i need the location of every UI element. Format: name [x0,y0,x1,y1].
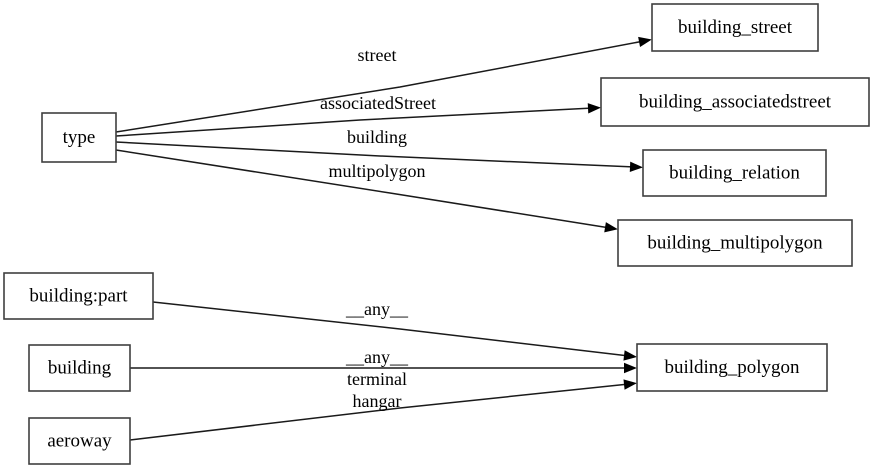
node-label: building_street [678,17,793,38]
edge-label-group: street [358,45,397,65]
edge-building-to-building_polygon [130,362,637,374]
edge-line [115,40,645,133]
node-box[interactable] [28,417,131,465]
edge-label: multipolygon [328,161,425,181]
arrowhead-icon [604,222,618,233]
node-building_part[interactable]: building:part [3,272,154,320]
node-label: type [63,127,96,148]
node-box[interactable] [600,77,870,127]
node-building_associatedstreet[interactable]: building_associatedstreet [600,77,870,127]
arrowhead-icon [638,36,652,48]
node-aeroway[interactable]: aeroway [28,417,131,465]
edge-line [115,107,594,137]
node-box[interactable] [642,149,827,197]
node-building[interactable]: building [28,344,131,392]
edge-type-to-building_multipolygon [115,149,618,233]
edge-line [129,383,630,441]
node-box[interactable] [636,343,828,392]
arrowhead-icon [623,379,637,390]
node-label: building_polygon [664,357,800,378]
edge-type-to-building_associatedstreet [115,103,601,137]
node-box[interactable] [651,3,819,52]
edge-line [152,301,630,357]
edge-labels-layer: street associatedStreet building multipolyg… [320,45,436,411]
edge-type-to-building_street [115,36,652,133]
node-box[interactable] [28,344,131,392]
node-building_street[interactable]: building_street [651,3,819,52]
node-label: building:part [29,285,128,306]
node-label: building_multipolygon [647,232,823,253]
edge-label: building [347,127,407,147]
arrowhead-icon [623,350,637,361]
edge-label-group: associatedStreet [320,93,436,113]
node-box[interactable] [617,219,853,267]
nodes-layer: type building_street building_associatedst… [3,3,870,465]
node-label: building [48,357,112,378]
arrowhead-icon [587,103,601,114]
node-building_polygon[interactable]: building_polygon [636,343,828,392]
edge-label-group: multipolygon [328,161,425,181]
node-type[interactable]: type [41,112,117,163]
edge-label-group: __any__ [345,299,409,319]
edge-label: associatedStreet [320,93,436,113]
arrowhead-icon [624,362,637,374]
edge-building_part-to-building_polygon [152,301,637,361]
node-label: building_associatedstreet [639,91,832,112]
edge-label: __any__ [345,347,409,367]
arrowhead-icon [629,161,643,172]
edge-label: __any__ [345,299,409,319]
edge-line [115,149,611,229]
edge-label-group: building [347,127,407,147]
node-box[interactable] [41,112,117,163]
node-building_relation[interactable]: building_relation [642,149,827,197]
edge-line [115,141,636,168]
node-box[interactable] [3,272,154,320]
edge-label: street [358,45,397,65]
node-label: aeroway [47,430,112,451]
edge-label: terminal [347,369,407,389]
edge-aeroway-to-building_polygon [129,379,637,441]
edge-label: hangar [353,391,402,411]
node-building_multipolygon[interactable]: building_multipolygon [617,219,853,267]
edges-layer [115,36,652,441]
edge-label-group: __any__ [345,347,409,367]
edge-type-to-building_relation [115,141,643,172]
node-label: building_relation [669,162,800,183]
